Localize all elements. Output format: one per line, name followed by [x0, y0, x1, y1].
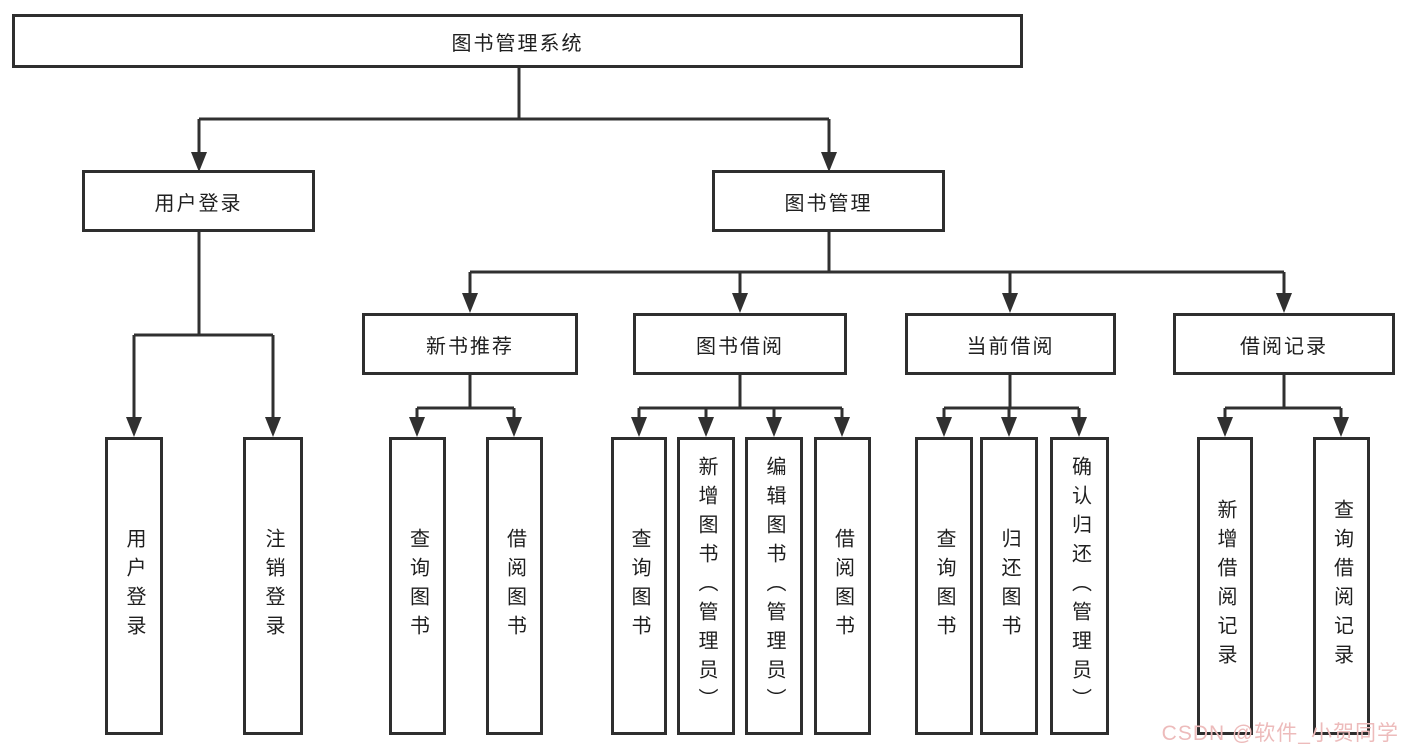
arrow-down-icon — [732, 293, 748, 313]
node-current-borrowing: 当前借阅 — [905, 313, 1116, 375]
leaf-label: 查询图书 — [406, 528, 429, 644]
leaf-add-borrow-record: 新增借阅记录 — [1197, 437, 1253, 735]
arrow-down-icon — [462, 293, 478, 313]
node-label: 用户登录 — [154, 192, 243, 215]
leaf-confirm-return-admin: 确认归还（管理员） — [1050, 437, 1109, 735]
arrow-down-icon — [126, 417, 142, 437]
arrow-down-icon — [1002, 293, 1018, 313]
arrow-down-icon — [936, 417, 952, 437]
arrow-down-icon — [506, 417, 522, 437]
connector-lines — [132, 66, 1343, 419]
arrow-down-icon — [409, 417, 425, 437]
leaf-label: 查询图书 — [933, 528, 955, 644]
node-library-management-system: 图书管理系统 — [12, 14, 1023, 68]
leaf-label: 编辑图书（管理员） — [763, 455, 785, 717]
leaf-borrow-books-recommend: 借阅图书 — [486, 437, 543, 735]
arrow-down-icon — [834, 417, 850, 437]
node-label: 新书推荐 — [426, 335, 514, 358]
node-book-management: 图书管理 — [712, 170, 945, 232]
watermark: CSDN @软件_小贺同学 — [1161, 722, 1399, 745]
arrow-down-icons — [126, 152, 1349, 437]
arrow-down-icon — [1333, 417, 1349, 437]
arrow-down-icon — [821, 152, 837, 172]
leaf-return-books: 归还图书 — [980, 437, 1038, 735]
arrow-down-icon — [631, 417, 647, 437]
leaf-label: 查询借阅记录 — [1330, 499, 1353, 673]
node-label: 借阅记录 — [1240, 335, 1328, 358]
leaf-add-books-admin: 新增图书（管理员） — [677, 437, 735, 735]
leaf-query-books-borrowing: 查询图书 — [611, 437, 667, 735]
node-borrowing-records: 借阅记录 — [1173, 313, 1395, 375]
leaf-label: 注销登录 — [262, 528, 284, 644]
arrow-down-icon — [1217, 417, 1233, 437]
leaf-label: 新增借阅记录 — [1214, 499, 1236, 673]
leaf-query-books-recommend: 查询图书 — [389, 437, 446, 735]
node-label: 当前借阅 — [966, 335, 1055, 358]
leaf-label: 借阅图书 — [503, 528, 526, 644]
arrow-down-icon — [1001, 417, 1017, 437]
leaf-borrow-books: 借阅图书 — [814, 437, 871, 735]
leaf-label: 借阅图书 — [831, 528, 854, 644]
node-book-borrowing: 图书借阅 — [633, 313, 847, 375]
arrow-down-icon — [766, 417, 782, 437]
leaf-label: 查询图书 — [628, 528, 650, 644]
leaf-user-login: 用户登录 — [105, 437, 163, 735]
leaf-edit-books-admin: 编辑图书（管理员） — [745, 437, 803, 735]
node-label: 图书管理 — [784, 192, 873, 215]
leaf-label: 新增图书（管理员） — [695, 455, 717, 717]
node-label: 图书管理系统 — [451, 32, 584, 55]
arrow-down-icon — [698, 417, 714, 437]
leaf-label: 确认归还（管理员） — [1068, 455, 1091, 717]
node-user-login: 用户登录 — [82, 170, 315, 232]
arrow-down-icon — [1276, 293, 1292, 313]
leaf-query-books-current: 查询图书 — [915, 437, 973, 735]
node-new-book-recommend: 新书推荐 — [362, 313, 578, 375]
leaf-label: 用户登录 — [123, 528, 145, 644]
arrow-down-icon — [1071, 417, 1087, 437]
leaf-label: 归还图书 — [998, 528, 1020, 644]
arrow-down-icon — [191, 152, 207, 172]
node-label: 图书借阅 — [696, 335, 784, 358]
leaf-logout-login: 注销登录 — [243, 437, 303, 735]
leaf-query-borrow-record: 查询借阅记录 — [1313, 437, 1370, 735]
arrow-down-icon — [265, 417, 281, 437]
